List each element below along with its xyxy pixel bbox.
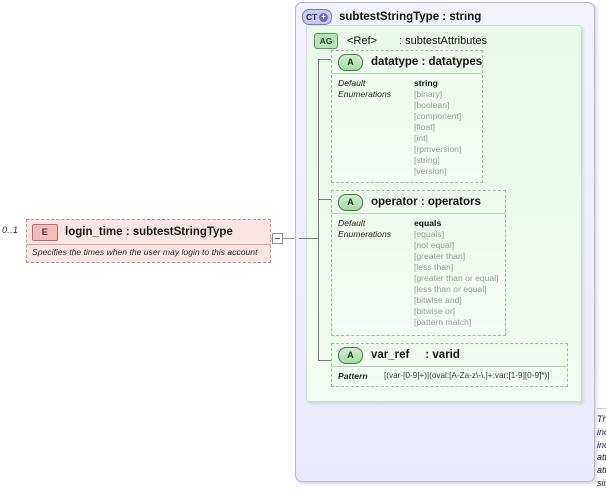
attribute-var-ref-name: var_ref : varid: [371, 349, 460, 361]
tree-connector-branch-varref: [318, 360, 336, 361]
element-name: login_time : subtestStringType: [65, 226, 233, 238]
label-default: Default: [338, 218, 366, 228]
complex-type-badge-label: CT: [306, 12, 317, 22]
operator-enum-item: [less than or equal]: [414, 284, 487, 294]
var-ref-name-text: var_ref: [371, 349, 410, 361]
operator-enum-item: [greater than or equal]: [414, 273, 499, 283]
datatype-default-value: string: [414, 78, 438, 88]
datatype-enum-item: [rpmversion]: [414, 144, 462, 154]
expand-plus-icon[interactable]: +: [318, 12, 328, 22]
datatype-enum-item: [version]: [414, 166, 447, 176]
attribute-var-ref-body: Pattern [(var-[0-9]+)|(oval:[A-Za-z\-\.]…: [332, 367, 567, 382]
datatype-enum-item: [boolean]: [414, 100, 450, 110]
operator-enum-item: [bitwise and]: [414, 295, 462, 305]
attribute-group-header: AG <Ref> : subtestAttributes: [307, 30, 581, 52]
element-badge-icon: E: [32, 223, 58, 241]
operator-enum-item: [pattern match]: [414, 317, 472, 327]
attribute-badge-icon: A: [338, 193, 363, 211]
attribute-datatype-values: string [binary] [boolean] [component] [f…: [414, 78, 461, 177]
var-ref-pattern-value: [(var-[0-9]+)|(oval:[A-Za-z\-\.]+:var:[1…: [384, 371, 550, 380]
element-header: E login_time : subtestStringType: [27, 220, 270, 245]
attribute-badge-icon: A: [338, 53, 363, 71]
label-enumerations: Enumerations: [338, 89, 392, 99]
operator-enum-item: [equals]: [414, 229, 445, 239]
operator-default-value: equals: [414, 218, 442, 228]
attribute-group-badge-icon: AG: [314, 33, 338, 49]
element-login-time[interactable]: E login_time : subtestStringType Specifi…: [26, 219, 271, 263]
element-documentation: Specifies the times when the user may lo…: [32, 247, 258, 257]
attribute-operator[interactable]: A operator : operators Default Enumerati…: [331, 190, 506, 336]
tree-connector-inbound: [299, 238, 319, 239]
complex-type-documentation: The subtestStringType type is extended b…: [597, 414, 606, 488]
attribute-var-ref[interactable]: A var_ref : varid Pattern [(var-[0-9]+)|(…: [331, 343, 568, 387]
operator-enum-item: [bitwise or]: [414, 306, 456, 316]
attribute-group-ref-type: : subtestAttributes: [398, 35, 488, 47]
attribute-datatype-name: datatype : datatypes: [371, 56, 483, 68]
attribute-group-ref-label: <Ref>: [347, 35, 377, 47]
label-default: Default: [338, 78, 366, 88]
attribute-operator-body: Default Enumerations equals [equals] [no…: [332, 214, 505, 332]
operator-enum-item: [not equal]: [414, 240, 455, 250]
tree-connector-branch-operator: [318, 199, 336, 200]
attribute-operator-header: A operator : operators: [332, 191, 505, 214]
attribute-datatype-body: Default Enumerations string [binary] [bo…: [332, 74, 482, 181]
datatype-enum-item: [component]: [414, 111, 462, 121]
var-ref-type-text: : varid: [425, 349, 460, 361]
label-pattern: Pattern: [338, 371, 368, 381]
attribute-datatype-header: A datatype : datatypes: [332, 51, 482, 74]
datatype-enum-item: [int]: [414, 133, 428, 143]
tree-connector-vertical: [318, 59, 319, 360]
datatype-enum-item: [binary]: [414, 89, 443, 99]
operator-enum-item: [less than]: [414, 262, 454, 272]
datatype-enum-item: [float]: [414, 122, 436, 132]
connector-line-right: [283, 238, 296, 239]
attribute-var-ref-header: A var_ref : varid: [332, 344, 567, 367]
complex-type-badge-icon[interactable]: CT+: [302, 9, 332, 25]
collapse-toggle-icon[interactable]: [272, 233, 283, 244]
attribute-datatype[interactable]: A datatype : datatypes Default Enumerati…: [331, 50, 483, 183]
attribute-group-ref: <Ref> : subtestAttributes: [347, 35, 487, 47]
attribute-badge-icon: A: [338, 346, 363, 364]
tree-connector-branch-datatype: [318, 59, 336, 60]
operator-enum-item: [greater than]: [414, 251, 466, 261]
attribute-datatype-labels: Default Enumerations: [338, 78, 414, 177]
complex-type-title: subtestStringType : string: [339, 11, 482, 23]
datatype-enum-item: [string]: [414, 155, 440, 165]
attribute-operator-labels: Default Enumerations: [338, 218, 414, 328]
attribute-operator-values: equals [equals] [not equal] [greater tha…: [414, 218, 499, 328]
label-enumerations: Enumerations: [338, 229, 392, 239]
complex-type-header: CT+ subtestStringType : string: [296, 6, 594, 28]
documentation-divider: [597, 408, 606, 409]
attribute-operator-name: operator : operators: [371, 196, 481, 208]
cardinality-label: 0..1: [2, 225, 19, 235]
